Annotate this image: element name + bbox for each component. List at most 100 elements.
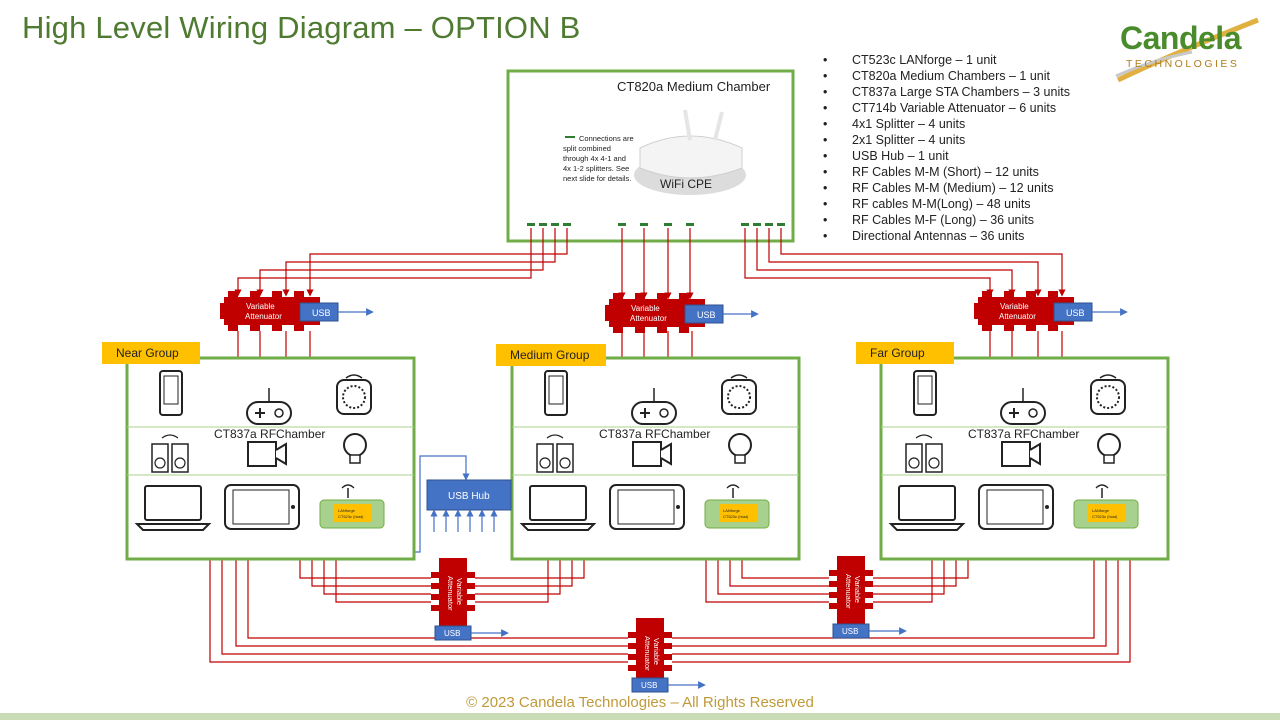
bom-item: RF Cables M-M (Short) – 12 units	[820, 164, 1070, 180]
attenuator-label: Variable	[652, 638, 661, 665]
speaker-cone	[928, 457, 940, 469]
speaker-cone	[559, 457, 571, 469]
rf-cable	[332, 536, 431, 603]
rf-cable	[282, 228, 556, 297]
rf-cable	[702, 536, 829, 603]
attenuator-label: Variable	[246, 302, 275, 311]
cpe-ports	[527, 223, 785, 226]
attenuator-body	[605, 305, 709, 321]
attenuator-label: Attenuator	[245, 312, 282, 321]
lightbulb-icon	[343, 433, 367, 457]
rf-cable	[206, 536, 628, 663]
camera-lens	[275, 442, 287, 466]
laptop-icon	[529, 485, 587, 521]
lanforge-label-bg	[719, 504, 757, 522]
laptop-icon	[144, 485, 202, 521]
gamepad-icon	[1000, 401, 1046, 425]
rf-cable	[234, 228, 532, 297]
usb-label: USB	[1066, 308, 1085, 318]
bom-item: CT837a Large STA Chambers – 3 units	[820, 84, 1070, 100]
page-title: High Level Wiring Diagram – OPTION B	[22, 10, 581, 45]
rf-cable	[780, 228, 1066, 297]
gamepad-button	[1028, 408, 1038, 418]
usb-label: USB	[842, 627, 858, 636]
splitter-note-line: 4x 1-2 splitters. See	[563, 164, 629, 173]
bom-item: RF Cables M-F (Long) – 36 units	[820, 212, 1070, 228]
speaker-cone	[539, 457, 551, 469]
speaker-cone	[174, 457, 186, 469]
lanforge-label: LANforge	[1092, 508, 1110, 513]
attenuator-tab	[628, 665, 672, 671]
bom-item: RF Cables M-M (Medium) – 12 units	[820, 180, 1070, 196]
chamber-label: CT837a RFChamber	[214, 427, 325, 441]
speaker-cone	[908, 457, 920, 469]
thermostat-dial	[727, 385, 751, 409]
phone-screen	[917, 375, 933, 405]
chamber-label: CT837a RFChamber	[968, 427, 1079, 441]
wifi-router-icon	[634, 109, 746, 195]
attenuator-label: Variable	[631, 304, 660, 313]
attenuator-label: Attenuator	[446, 576, 455, 611]
bom-item: CT714b Variable Attenuator – 6 units	[820, 100, 1070, 116]
attenuator-label: Variable	[1000, 302, 1029, 311]
laptop-icon	[898, 485, 956, 521]
logo-tagline: TECHNOLOGIES	[1126, 58, 1240, 70]
rf-cable	[475, 536, 552, 603]
rf-cable	[672, 536, 1098, 639]
tablet-screen	[617, 489, 675, 525]
thermostat-icon	[721, 379, 757, 415]
cpe-device-label: WiFi CPE	[660, 177, 712, 191]
cpe-port	[741, 223, 749, 226]
wifi-icon	[726, 484, 740, 489]
group-tag	[102, 342, 200, 364]
laptop-base	[134, 523, 212, 531]
bom-item: CT820a Medium Chambers – 1 unit	[820, 68, 1070, 84]
attenuator-tab	[431, 594, 475, 600]
cpe-port	[664, 223, 672, 226]
rf-cable	[672, 536, 1110, 647]
candela-logo: Candela TECHNOLOGIES	[1112, 14, 1262, 86]
phone-screen	[163, 375, 179, 405]
rf-cable	[256, 228, 544, 297]
cpe-port	[563, 223, 571, 226]
thermostat-dial	[342, 385, 366, 409]
lightbulb-icon	[1097, 433, 1121, 457]
laptop-base	[519, 523, 597, 531]
camera-icon	[1001, 441, 1031, 467]
tablet-screen	[986, 489, 1044, 525]
usb-label: USB	[641, 681, 657, 690]
splitter-note-line: split combined	[563, 144, 611, 153]
wifi-icon	[341, 484, 355, 489]
rf-cable	[672, 536, 1134, 663]
rf-cable	[744, 228, 994, 297]
camera-icon	[632, 441, 662, 467]
usb-label: USB	[444, 629, 460, 638]
thermostat-icon	[336, 379, 372, 415]
gamepad-button	[274, 408, 284, 418]
thermostat-wave	[730, 374, 748, 379]
attenuator-body	[837, 556, 865, 624]
rf-cable	[232, 536, 628, 647]
speaker-wave	[161, 434, 179, 439]
speaker-wave	[546, 434, 564, 439]
bom-item: CT523c LANforge – 1 unit	[820, 52, 1070, 68]
phone-screen	[548, 375, 564, 405]
attenuator-tab	[628, 643, 672, 649]
bom-item: 4x1 Splitter – 4 units	[820, 116, 1070, 132]
attenuator-tab	[829, 570, 873, 576]
cpe-chamber: CT820a Medium Chamber WiFi CPE Connectio…	[506, 69, 795, 243]
attenuator-tab	[829, 581, 873, 587]
rf-cable	[244, 536, 628, 639]
rf-cable	[672, 536, 1122, 655]
attenuator-tab	[431, 605, 475, 611]
chamber-label: CT837a RFChamber	[599, 427, 710, 441]
